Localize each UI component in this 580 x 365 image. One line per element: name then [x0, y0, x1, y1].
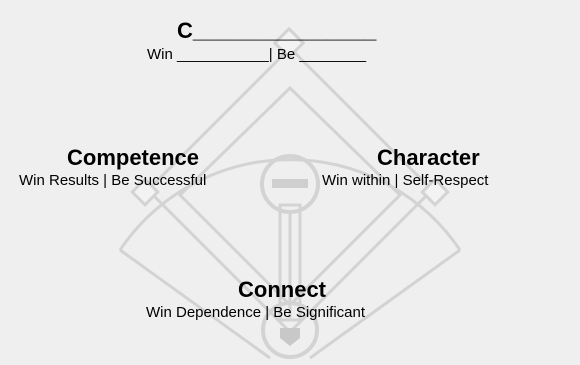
bottom-title: Connect [238, 279, 326, 301]
home-plate [280, 328, 300, 346]
right-subtitle: Win within | Self-Respect [322, 173, 488, 188]
top-subtitle: Win ___________| Be ________ [147, 47, 366, 62]
pitching-rubber [272, 179, 308, 188]
right-title: Character [377, 147, 480, 169]
left-subtitle: Win Results | Be Successful [19, 173, 206, 188]
bottom-subtitle: Win Dependence | Be Significant [146, 305, 365, 320]
left-title: Competence [67, 147, 199, 169]
top-title: C_______________ [177, 20, 376, 42]
